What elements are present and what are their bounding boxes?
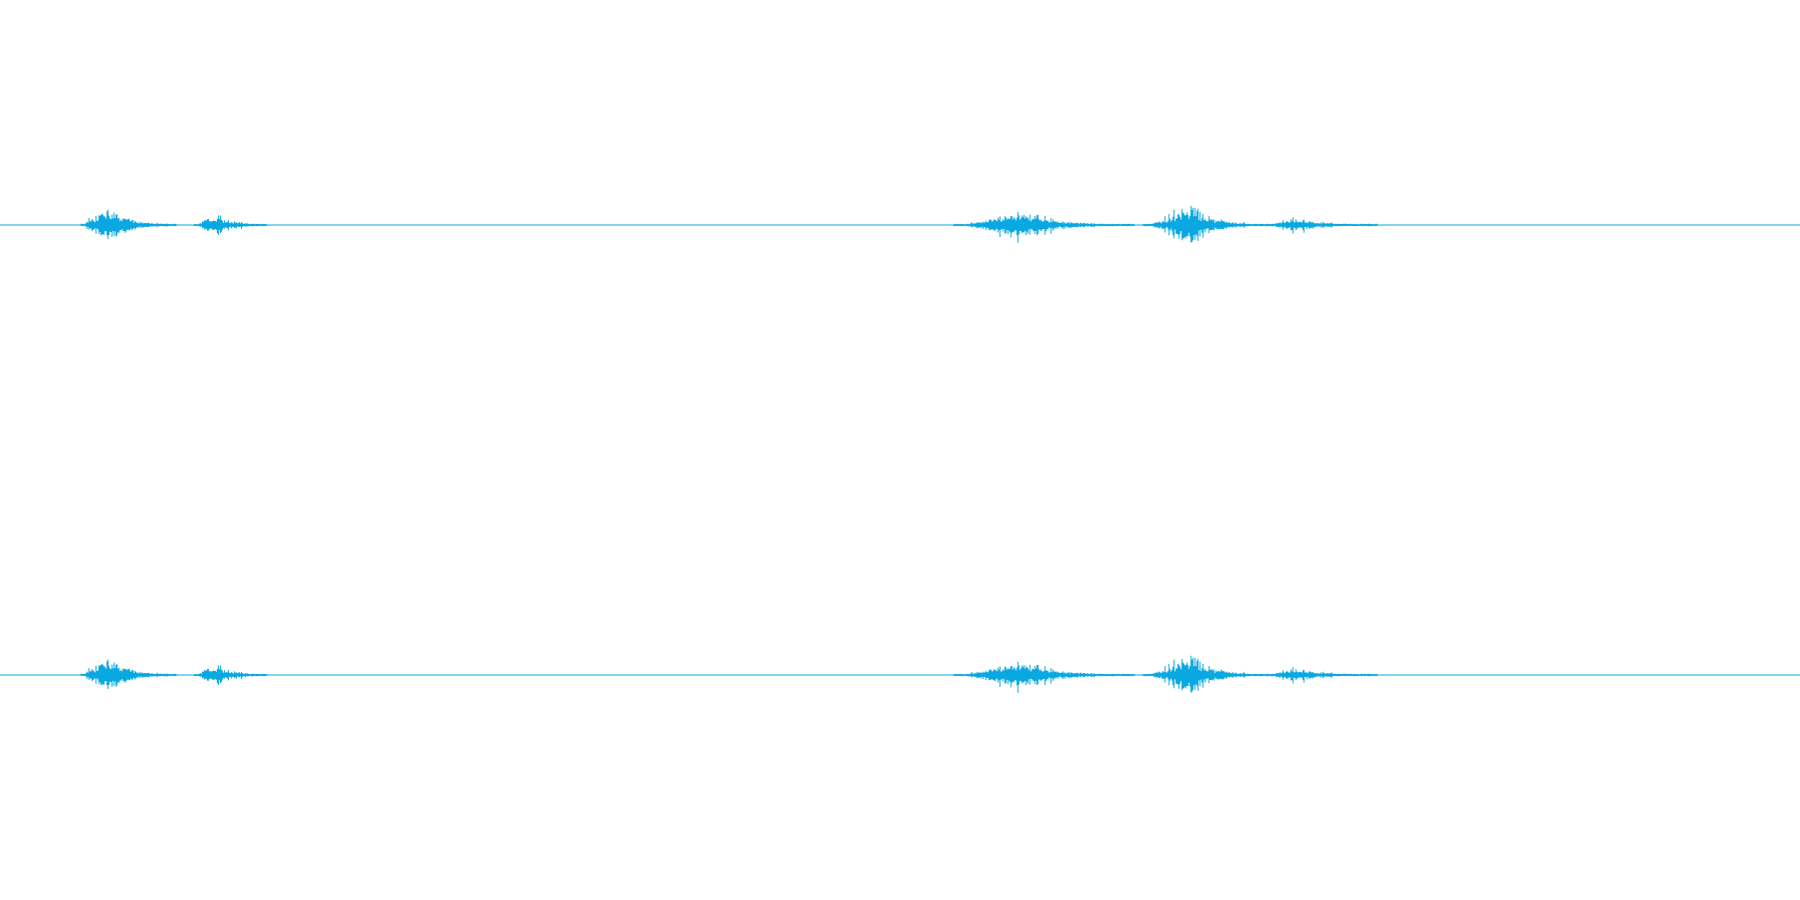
waveform-channel-1-plot bbox=[0, 205, 1800, 243]
waveform-channel-2-samples bbox=[80, 655, 1378, 693]
waveform-channel-1-samples bbox=[80, 205, 1378, 243]
waveform-channel-1-signal bbox=[80, 205, 1378, 243]
waveform-channel-2-plot bbox=[0, 655, 1800, 693]
waveform-channel-1 bbox=[0, 205, 1800, 243]
waveform-channel-2-signal bbox=[80, 655, 1378, 693]
waveform-channel-2 bbox=[0, 450, 1800, 900]
